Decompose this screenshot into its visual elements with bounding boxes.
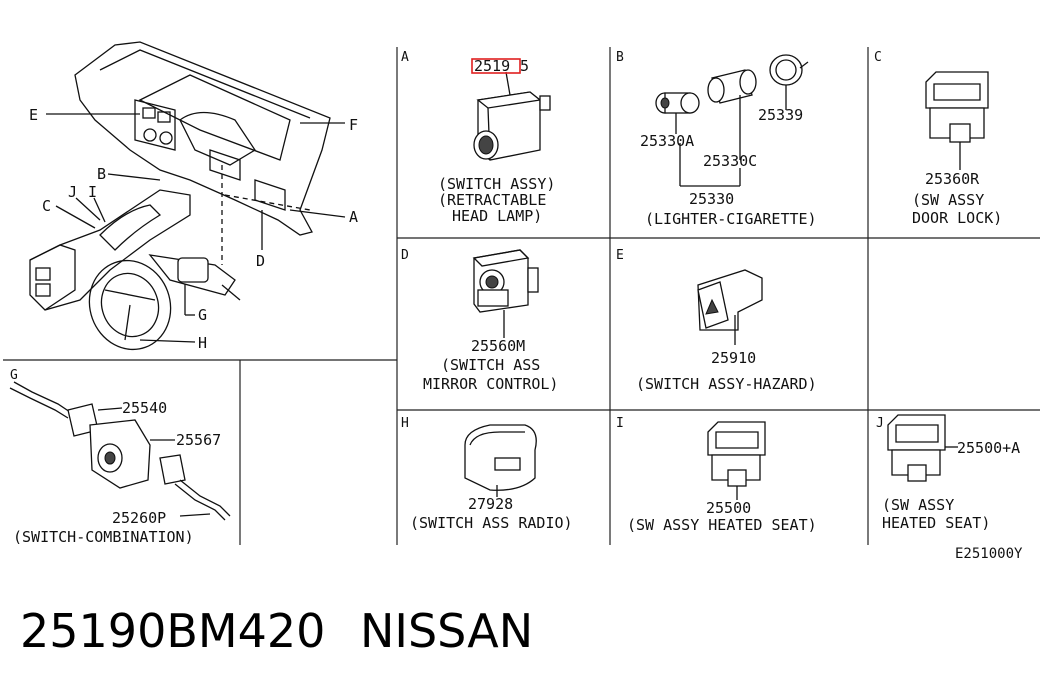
caption-d-line1: (SWITCH ASS (441, 356, 540, 374)
callout-f: F (349, 116, 358, 134)
cigarette-lighter-illustration (655, 54, 809, 187)
section-letter-g: G (10, 368, 18, 383)
dashboard-illustration (29, 41, 346, 351)
section-letter-e: E (616, 248, 624, 263)
footer-part-number: 25190BM420 (20, 604, 325, 658)
caption-g: (SWITCH-COMBINATION) (13, 528, 194, 546)
part-number-a-suffix: 5 (520, 57, 529, 75)
radio-switch-illustration (464, 424, 537, 497)
caption-a-line2: (RETRACTABLE (438, 191, 546, 209)
callout-d: D (256, 252, 265, 270)
heated-seat-switch-i-illustration (707, 421, 766, 500)
callout-i: I (88, 183, 97, 201)
part-number-b3[interactable]: 25330C (703, 152, 757, 170)
section-letter-d: D (401, 248, 409, 263)
section-letter-h: H (401, 416, 409, 431)
grid-lines (3, 47, 1040, 545)
door-lock-switch-illustration (925, 71, 989, 170)
section-letter-i: I (616, 416, 624, 431)
part-number-b4[interactable]: 25330 (689, 190, 734, 208)
callout-a: A (349, 208, 358, 226)
section-letter-b: B (616, 50, 624, 65)
part-number-e[interactable]: 25910 (711, 349, 756, 367)
part-number-h[interactable]: 27928 (468, 495, 513, 513)
part-number-a[interactable]: 2519 (474, 57, 510, 75)
caption-c-line1: (SW ASSY (912, 191, 984, 209)
part-number-b1[interactable]: 25330A (640, 132, 694, 150)
part-number-i[interactable]: 25500 (706, 499, 751, 517)
caption-a-line1: (SWITCH ASSY) (438, 175, 555, 193)
combination-switch-illustration (9, 381, 231, 521)
caption-c-line2: DOOR LOCK) (912, 209, 1002, 227)
part-number-b2[interactable]: 25339 (758, 106, 803, 124)
callout-c: C (42, 197, 51, 215)
callout-j: J (68, 183, 77, 201)
headlamp-switch-illustration (473, 71, 551, 161)
part-number-c[interactable]: 25360R (925, 170, 980, 188)
callout-b: B (97, 165, 106, 183)
part-number-g1[interactable]: 25540 (122, 399, 167, 417)
caption-i: (SW ASSY HEATED SEAT) (627, 516, 817, 534)
diagram-code: E251000Y (955, 546, 1023, 562)
caption-j-line2: HEATED SEAT) (882, 514, 990, 532)
caption-h: (SWITCH ASS RADIO) (410, 514, 573, 532)
section-letter-j: J (876, 416, 884, 431)
part-number-highlight (471, 58, 521, 74)
caption-d-line2: MIRROR CONTROL) (423, 375, 558, 393)
section-letter-c: C (874, 50, 882, 65)
callout-h: H (198, 334, 207, 352)
heated-seat-switch-j-illustration (887, 414, 958, 482)
part-number-g2[interactable]: 25567 (176, 431, 221, 449)
callout-e: E (29, 106, 38, 124)
caption-j-line1: (SW ASSY (882, 496, 954, 514)
part-number-d[interactable]: 25560M (471, 337, 525, 355)
mirror-control-switch-illustration (472, 249, 539, 338)
callout-g: G (198, 306, 207, 324)
caption-e: (SWITCH ASSY-HAZARD) (636, 375, 817, 393)
footer-brand: NISSAN (360, 604, 533, 658)
caption-a-line3: HEAD LAMP) (452, 207, 542, 225)
hazard-switch-illustration (697, 269, 763, 345)
caption-b: (LIGHTER-CIGARETTE) (645, 210, 817, 228)
part-number-j[interactable]: 25500+A (957, 439, 1020, 457)
section-letter-a: A (401, 50, 409, 65)
part-number-g3[interactable]: 25260P (112, 509, 166, 527)
